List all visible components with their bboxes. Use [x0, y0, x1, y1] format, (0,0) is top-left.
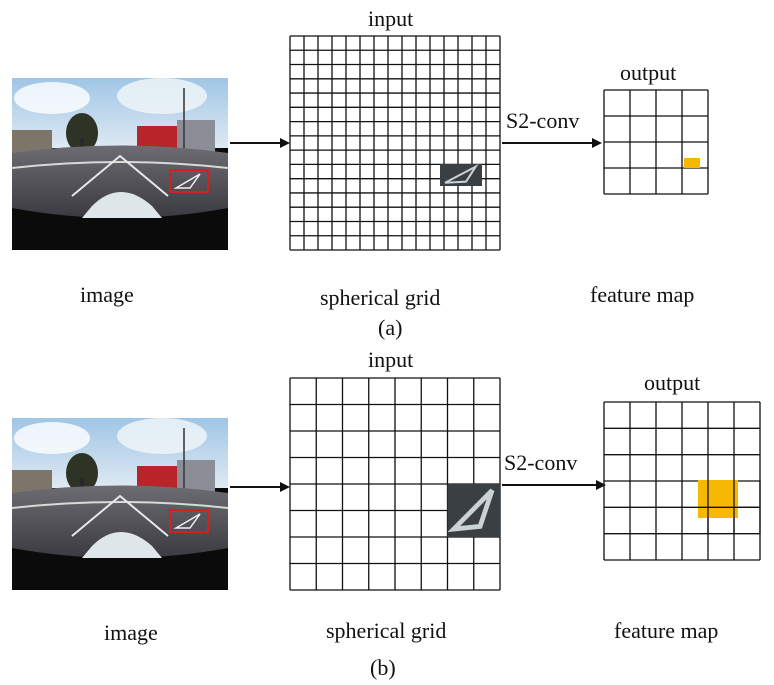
caption-a: (a) — [378, 315, 403, 340]
object-patch-b — [447, 484, 500, 537]
spherical-grid-b — [289, 377, 501, 591]
output-title-a: output — [620, 60, 677, 85]
target-bbox-a — [169, 169, 209, 193]
panorama-image-a — [12, 78, 228, 250]
feature-map-grid-b — [603, 401, 761, 561]
feature-label-a: feature map — [590, 282, 695, 307]
arrow-grid-to-output-b — [502, 479, 606, 491]
input-title-a: input — [368, 6, 414, 31]
grid-label-a: spherical grid — [320, 285, 441, 310]
image-label-a: image — [80, 282, 134, 307]
spherical-grid-a — [289, 35, 501, 251]
grid-label-b: spherical grid — [326, 618, 447, 643]
object-patch-a — [440, 163, 482, 186]
input-title-b: input — [368, 347, 414, 372]
image-label-b: image — [104, 620, 158, 645]
op-label-a: S2-conv — [506, 108, 580, 133]
activation-cell-a — [684, 158, 700, 168]
arrow-image-to-grid-a — [230, 137, 290, 149]
arrow-grid-to-output-a — [502, 137, 602, 149]
feature-label-b: feature map — [614, 618, 719, 643]
caption-b: (b) — [370, 655, 396, 680]
op-label-b: S2-conv — [504, 450, 578, 475]
arrow-image-to-grid-b — [230, 481, 290, 493]
target-bbox-b — [169, 509, 209, 533]
activation-block-b — [698, 480, 738, 518]
panorama-image-b — [12, 418, 228, 590]
output-title-b: output — [644, 370, 701, 395]
feature-map-grid-a — [603, 89, 709, 195]
